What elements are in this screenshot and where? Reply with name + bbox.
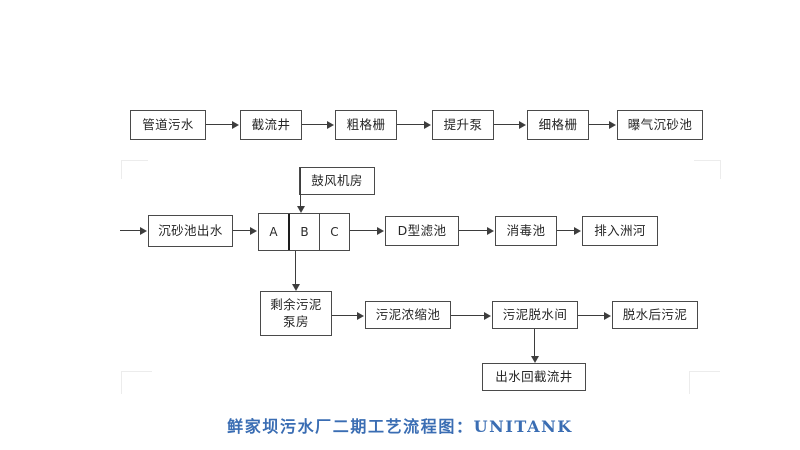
arrowhead-r2-2: [377, 227, 384, 235]
frame-corner-bottom-left: [121, 371, 152, 394]
node-lift-pump[interactable]: 提升泵: [432, 110, 494, 140]
node-sludge-dewatering-room[interactable]: 污泥脱水间: [492, 301, 578, 329]
diagram-caption: 鲜家坝污水厂二期工艺流程图：UNITANK: [227, 417, 573, 436]
unitank-reactor[interactable]: A B C: [258, 213, 350, 251]
node-fine-screen[interactable]: 细格栅: [527, 110, 589, 140]
arrowhead-reactor-to-sludge-pump: [292, 284, 300, 291]
reactor-cell-a[interactable]: A: [269, 225, 278, 239]
node-grit-tank-effluent[interactable]: 沉砂池出水: [148, 215, 233, 247]
connector-blower-to-reactor: [300, 168, 302, 206]
connector-r2-1: [233, 230, 250, 232]
node-dewatered-sludge[interactable]: 脱水后污泥: [612, 301, 698, 329]
connector-r3-3: [578, 315, 604, 317]
arrowhead-r1-5: [609, 121, 616, 129]
arrowhead-r2-4: [574, 227, 581, 235]
arrowhead-blower-to-reactor: [297, 206, 305, 213]
arrowhead-r1-1: [232, 121, 239, 129]
node-blower-room[interactable]: 鼓风机房: [299, 167, 375, 195]
reactor-cell-c[interactable]: C: [319, 214, 349, 250]
node-aerated-grit-tank[interactable]: 曝气沉砂池: [617, 110, 703, 140]
arrowhead-r3-1: [357, 312, 364, 320]
connector-r1-2: [302, 124, 327, 126]
arrowhead-r1-4: [519, 121, 526, 129]
connector-dewatering-to-return-well: [534, 329, 536, 356]
frame-corner-bottom-right: [689, 371, 720, 394]
node-sludge-thickener[interactable]: 污泥浓缩池: [365, 301, 451, 329]
connector-r2-3: [459, 230, 487, 232]
connector-r1-5: [589, 124, 609, 126]
arrowhead-dewatering-to-return-well: [531, 356, 539, 363]
node-effluent-return-well[interactable]: 出水回截流井: [482, 363, 586, 391]
arrowhead-r1-2: [327, 121, 334, 129]
connector-r1-3: [397, 124, 424, 126]
frame-corner-top-left: [121, 160, 148, 179]
node-d-type-filter[interactable]: D型滤池: [385, 216, 459, 246]
arrowhead-r3-2: [484, 312, 491, 320]
arrowhead-r2-3: [487, 227, 494, 235]
connector-r2-4: [557, 230, 574, 232]
arrowhead-r2-1: [250, 227, 257, 235]
node-coarse-screen[interactable]: 粗格栅: [335, 110, 397, 140]
node-disinfection-tank[interactable]: 消毒池: [495, 216, 557, 246]
reactor-cell-b[interactable]: B: [288, 214, 319, 250]
frame-corner-top-right: [694, 160, 721, 179]
node-discharge-zhou-river[interactable]: 排入洲河: [582, 216, 658, 246]
arrowhead-r1-3: [424, 121, 431, 129]
connector-r1-1: [206, 124, 232, 126]
connector-r3-2: [451, 315, 484, 317]
connector-r2-inlet: [120, 230, 140, 232]
connector-reactor-to-sludge-pump: [295, 251, 297, 284]
arrowhead-r3-3: [604, 312, 611, 320]
connector-r1-4: [494, 124, 519, 126]
connector-r2-2: [350, 230, 377, 232]
arrowhead-r2-inlet: [140, 227, 147, 235]
connector-r3-1: [332, 315, 357, 317]
node-pipe-sewage[interactable]: 管道污水: [130, 110, 206, 140]
node-interception-well[interactable]: 截流井: [240, 110, 302, 140]
node-excess-sludge-pump-house[interactable]: 剩余污泥 泵房: [260, 291, 332, 336]
